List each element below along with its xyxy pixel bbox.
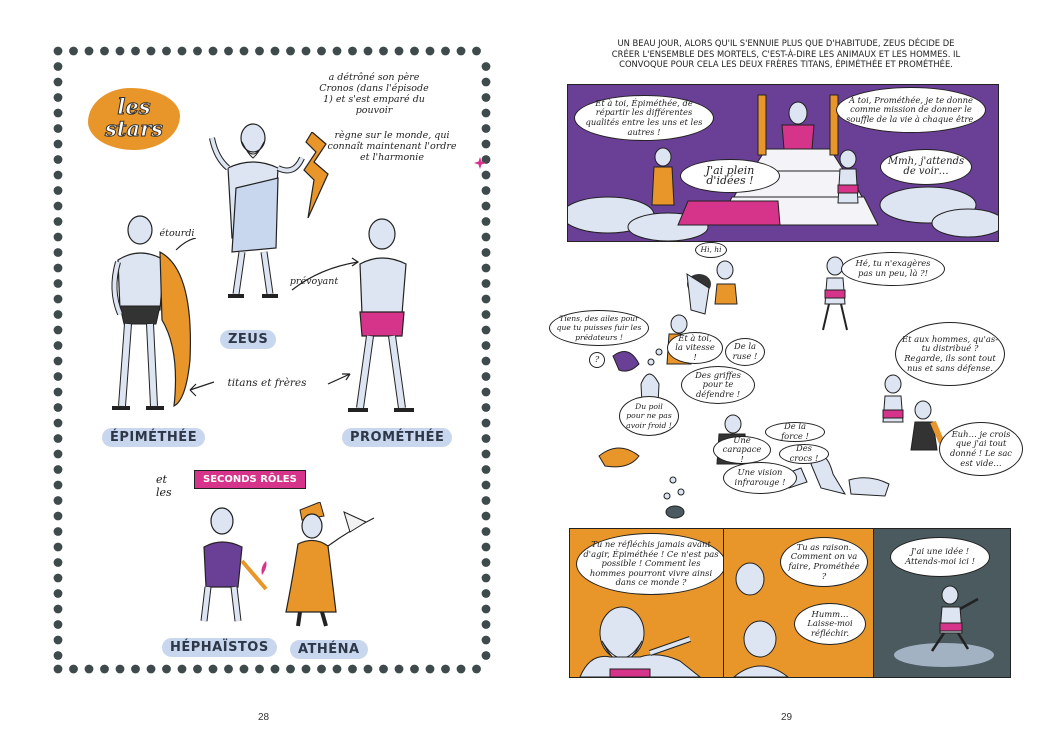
bubble-ailes: Tiens, des ailes pour que tu puisses fui… — [549, 310, 649, 346]
bubble-panel4-raison: Tu as raison. Comment on va faire, Promé… — [780, 537, 868, 587]
name-zeus: ZEUS — [220, 330, 277, 349]
note-titans-freres: titans et frères — [227, 377, 307, 389]
bubble-panel1-promethee: À toi, Prométhée, je te donne comme miss… — [836, 87, 986, 133]
bubble-carapace: Une carapace ! — [713, 435, 771, 464]
relation-arrows — [175, 238, 360, 397]
panel-5-scene — [894, 585, 994, 667]
note-prevoyant: prévoyant — [289, 276, 339, 287]
page-title: les stars — [104, 94, 164, 141]
bubble-panel1-epimethee: Et à toi, Épiméthée, de répartir les dif… — [574, 95, 714, 141]
panel-4: Tu as raison. Comment on va faire, Promé… — [723, 528, 875, 678]
note-etourdi: étourdi — [159, 228, 195, 239]
promethee-figure — [348, 218, 414, 412]
bubble-panel1-idees: J'ai plein d'idées ! — [680, 159, 780, 193]
left-page: les stars a détrôné son père Cronos (dan… — [53, 46, 491, 723]
bubble-hommes: Et aux hommes, qu'as-tu distribué ? Rega… — [895, 322, 1005, 386]
bubble-vision: Une vision infrarouge ! — [723, 462, 797, 494]
bubble-hihi: Hi, hi — [695, 242, 727, 258]
narration-caption: Un beau jour, alors qu'il s'ennuie plus … — [611, 38, 961, 69]
panel-5: J'ai une idée ! Attends-moi ici ! — [873, 528, 1011, 678]
sparkle-icon — [474, 157, 486, 169]
name-epimethee: ÉPIMÉTHÉE — [102, 428, 206, 447]
epimethee-figure — [111, 215, 192, 410]
title-blob — [88, 88, 180, 150]
bubble-euh: Euh… je crois que j'ai tout donné ! Le s… — [939, 422, 1023, 476]
bubble-panel1-attends: Mmh, j'attends de voir… — [880, 149, 972, 185]
bubble-panel5-idee: J'ai une idée ! Attends-moi ici ! — [890, 537, 990, 577]
name-promethee: PROMÉTHÉE — [342, 428, 453, 447]
panel-3: Tu ne réfléchis jamais avant d'agir, Épi… — [569, 528, 735, 678]
bubble-force: De la force ! — [765, 422, 825, 442]
bubble-question: ? — [589, 352, 605, 368]
panel-1: Et à toi, Épiméthée, de répartir les dif… — [567, 84, 999, 242]
zeus-figure — [209, 123, 305, 298]
bubble-panel4-reflechir: Humm… Laisse-moi réfléchir. — [794, 603, 866, 645]
note-zeus-detrone: a détrôné son père Cronos (dans l'épisod… — [319, 72, 429, 116]
bubble-griffes: Des griffes pour te défendre ! — [681, 366, 755, 404]
panel-1-scene — [568, 94, 998, 241]
second-roles-prefix: et les — [156, 473, 172, 499]
right-page: Un beau jour, alors qu'il s'ennuie plus … — [523, 0, 1046, 735]
bubble-poil: Du poil pour ne pas avoir froid ! — [619, 396, 679, 436]
bubble-crocs: Des crocs ! — [779, 444, 829, 464]
athena-figure — [285, 502, 375, 627]
note-zeus-regne: règne sur le monde, qui connaît maintena… — [327, 130, 457, 163]
bubble-panel3: Tu ne réfléchis jamais avant d'agir, Épi… — [576, 533, 726, 595]
hephaistos-figure — [200, 507, 268, 622]
second-roles-label: SECONDS RÔLES — [194, 470, 306, 489]
bubble-vitesse: Et à toi, la vitesse ! — [667, 332, 723, 364]
page-number-right: 29 — [781, 712, 793, 723]
bubble-exagere: Hé, tu n'exagères pas un peu, là ?! — [841, 252, 945, 286]
name-hephaistos: HÉPHAÏSTOS — [162, 638, 277, 657]
page-number-left: 28 — [258, 712, 270, 723]
dotted-frame — [53, 46, 491, 674]
name-athena: ATHÉNA — [290, 640, 368, 659]
panel-4-scene — [733, 562, 789, 677]
panel-3-scene — [579, 606, 701, 677]
panel-2: Hi, hi Hé, tu n'exagères pas un peu, là … — [549, 242, 1023, 522]
lightning-bolt-icon — [303, 132, 329, 218]
bubble-ruse: De la ruse ! — [725, 338, 765, 366]
